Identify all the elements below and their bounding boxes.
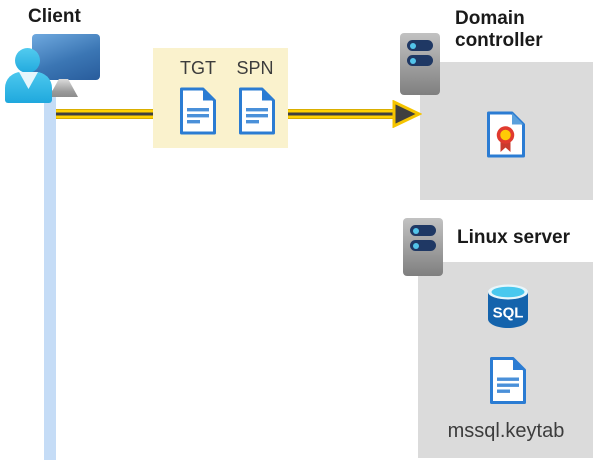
tgt-document-icon [180,87,216,135]
server-led [413,227,419,234]
linux-server-title: Linux server [457,227,570,248]
domain-controller-title: Domain controller [455,8,543,51]
user-icon [15,48,40,73]
server-slot [407,40,433,51]
server-led [410,42,416,49]
client-connection-line [44,90,56,460]
client-monitor-icon [32,34,100,80]
server-slot [410,225,436,236]
spn-label: SPN [236,58,274,78]
domain-controller-server-icon [400,33,440,95]
tgt-label: TGT [180,58,216,78]
server-slot [407,55,433,66]
server-led [413,242,419,249]
sql-icon-label: SQL [493,305,524,322]
linux-server-icon [403,218,443,276]
user-collar [19,72,38,89]
credentials-box: TGT SPN [153,48,288,148]
spn-document-icon [239,87,275,135]
server-slot [410,240,436,251]
certificate-icon [487,111,525,158]
user-body-icon [5,72,52,103]
keytab-document-icon [490,357,526,404]
monitor-stand [49,79,78,97]
server-led [410,57,416,64]
keytab-filename-label: mssql.keytab [447,420,565,442]
client-title: Client [28,6,81,27]
sql-database-icon: SQL [488,284,528,328]
